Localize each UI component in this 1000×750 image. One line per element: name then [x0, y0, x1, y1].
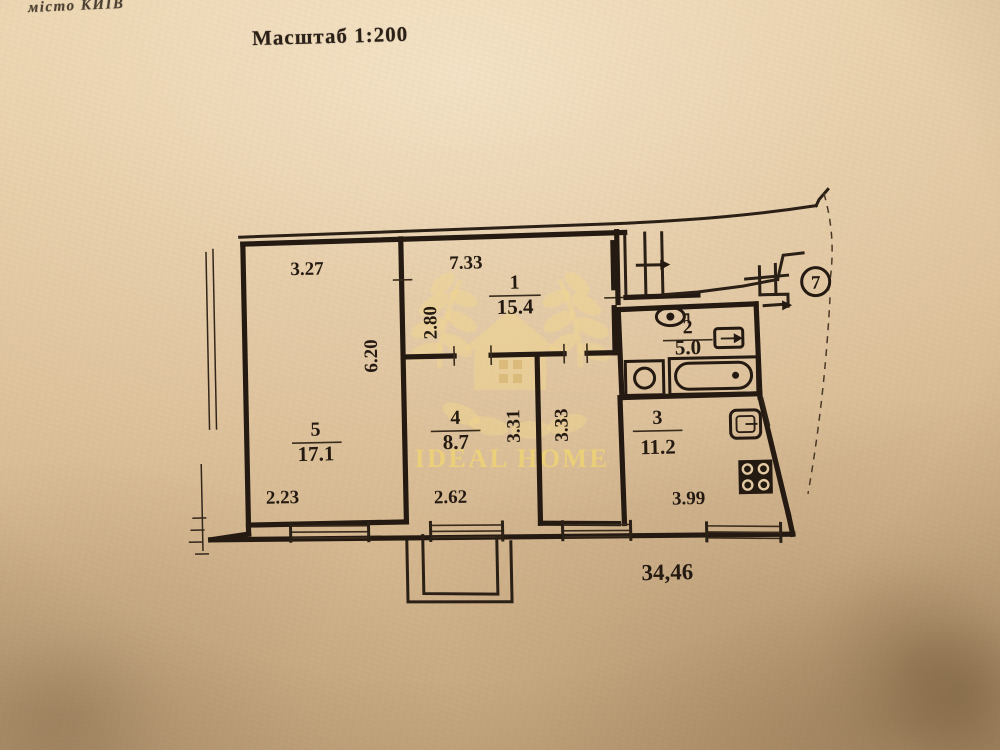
dim-witness-left-lower: [200, 463, 204, 552]
vestibule-divider-2: [773, 262, 778, 296]
window-group: [288, 519, 783, 543]
dim-bottom-right: 3.99: [672, 488, 706, 510]
room-label-2: 2 5.0: [663, 316, 713, 360]
wall-room1-right-upper: [610, 240, 617, 291]
apartment-number-circle: [800, 266, 832, 298]
balcony-outer: [405, 540, 514, 604]
apartment-number-text: 7: [811, 273, 821, 294]
vestibule-upper: [775, 251, 805, 282]
bathroom-right-wall: [753, 301, 763, 400]
room-5-number: 5: [310, 419, 320, 441]
stove-burner-1: [741, 463, 754, 475]
room-4-rule: [430, 429, 481, 433]
washbasin-bowl: [633, 366, 657, 390]
room-4-number: 4: [450, 407, 460, 429]
kitchen-sink-icon: [728, 408, 763, 440]
total-area-label: 34,46: [641, 559, 693, 585]
room-3-number: 3: [652, 407, 662, 429]
wall-room4-bottom-right: [537, 520, 622, 527]
outer-wall-bottom-left-return: [207, 531, 252, 543]
dim-witness-left-upper-b: [205, 251, 211, 430]
room-1-number: 1: [509, 272, 519, 294]
entry-arrow-head: [782, 300, 793, 311]
stair-arrow-head: [660, 259, 671, 270]
room-5-rule: [292, 441, 342, 444]
room-label-4: 4 8.7: [430, 407, 481, 455]
room-label-5: 5 17.1: [292, 419, 342, 466]
vestibule-horizontal: [743, 273, 790, 281]
room-1-rule: [489, 294, 541, 297]
stove-burner-4: [757, 478, 770, 491]
bathtub-drain: [732, 371, 740, 379]
dim-top-left: 3.27: [290, 259, 324, 281]
window-1: [288, 521, 371, 543]
toilet-seat-dot: [666, 312, 675, 321]
room5-bottom-inner-wall: [245, 519, 410, 528]
bathtub-outline: [667, 355, 760, 397]
room-4-area: 8.7: [442, 430, 469, 455]
dim-vertical-a: 3.31: [503, 409, 525, 443]
vestibule-divider-1: [757, 265, 762, 297]
washbasin-icon: [623, 359, 666, 398]
room-5-area: 17.1: [297, 441, 334, 466]
window-4: [704, 521, 783, 543]
room-2-rule: [663, 338, 713, 342]
bathroom-top-wall: [615, 301, 759, 313]
wall-between-room5-and-center: [398, 236, 410, 525]
room-label-3: 3 11.2: [632, 407, 683, 459]
entry-wall-left: [613, 228, 621, 306]
kitchen-right-wall-segment: [756, 393, 792, 518]
bidet-arrow: [733, 333, 743, 344]
dim-bottom-center: 2.62: [434, 487, 468, 509]
kitchen-counter-edge: [760, 396, 771, 427]
stove-burner-2: [757, 462, 770, 475]
dim-vertical-b: 3.33: [551, 408, 573, 442]
dim-bottom-left: 2.23: [266, 487, 300, 509]
room-2-number: 2: [682, 316, 692, 338]
toilet-cistern: [682, 313, 690, 324]
kitchen-left-wall: [617, 394, 628, 527]
room-2-area: 5.0: [675, 335, 702, 360]
boundary-dashed-right-lower: [807, 297, 831, 494]
bathroom-left-wall: [615, 306, 625, 401]
stair-outline-left: [623, 232, 628, 299]
exterior-top-wall: [238, 203, 818, 239]
room-3-area: 11.2: [640, 434, 676, 459]
outer-wall-left: [240, 241, 252, 537]
wall-room4-right: [534, 354, 544, 526]
wall-room1-room4-b: [488, 351, 567, 358]
dim-vertical-mid: 2.80: [420, 306, 442, 340]
vestibule-threshold: [762, 302, 786, 308]
toilet-icon: [654, 306, 686, 328]
balcony-inner: [421, 534, 500, 596]
exterior-top-wall-corner: [814, 187, 830, 208]
outer-wall-top: [240, 229, 628, 247]
window-2: [428, 520, 505, 542]
bidet-icon: [713, 326, 745, 350]
dim-top-center: 7.33: [449, 252, 483, 274]
room-label-1: 1 15.4: [489, 272, 541, 319]
outer-wall-bottom-right-return: [785, 511, 796, 538]
dim-witness-left-upper: [212, 248, 218, 430]
vestibule-lower: [758, 292, 790, 308]
stove-icon: [738, 459, 773, 495]
window-3: [560, 519, 633, 542]
wall-room1-room4-a: [400, 353, 457, 360]
stove-burner-3: [741, 479, 754, 491]
room-1-area: 15.4: [497, 294, 535, 319]
dim-vertical-left: 6.20: [361, 339, 383, 373]
bathtub-basin: [674, 360, 754, 391]
room-3-rule: [632, 429, 683, 433]
wall-room1-room4-c: [584, 350, 618, 356]
wall-room1-right-lower: [611, 305, 618, 356]
